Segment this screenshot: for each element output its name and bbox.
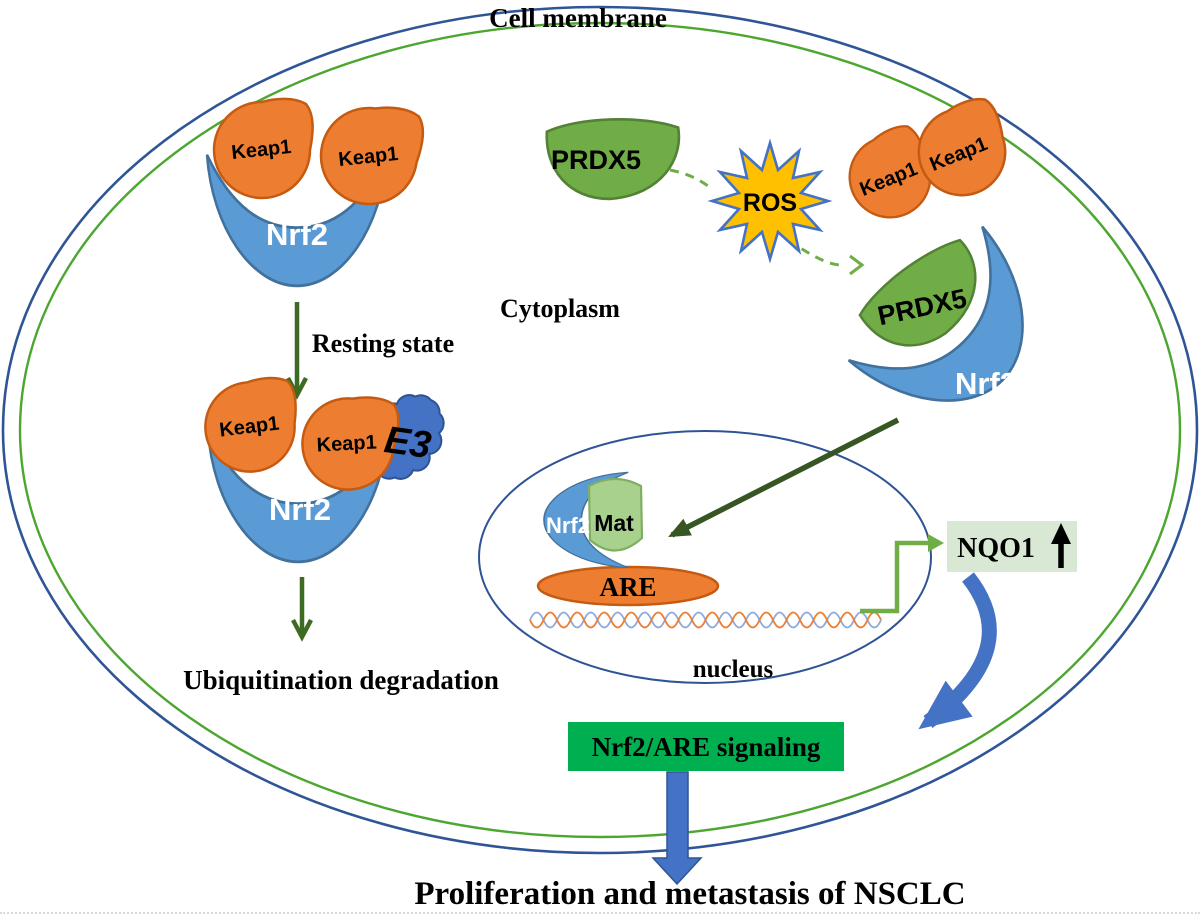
ros-dashed-arrow (787, 238, 846, 267)
cell-membrane-label: Cell membrane (489, 3, 667, 33)
prdx5-shape (858, 238, 977, 347)
nrf2-label: Nrf2 (266, 217, 328, 252)
feedback-curved-arrow (918, 572, 997, 730)
nrf2-crescent-small (543, 471, 629, 569)
nqo1-label: NQO1 (957, 533, 1035, 564)
keap1-shape (204, 376, 297, 473)
cell-membrane-outer (1, 5, 1199, 855)
keap1-shape (917, 97, 1007, 197)
degradation-arrow (291, 577, 313, 642)
prdx5-nrf2-complex: PRDX5 Nrf2 (847, 225, 1024, 402)
cytoplasm-label: Cytoplasm (500, 294, 620, 323)
ros-starburst (707, 138, 833, 264)
nrf2-label: Nrf2 (955, 366, 1017, 401)
ubiquitination-complex: Keap1 Keap1 E3 Nrf2 (204, 376, 445, 564)
mat-shape (587, 477, 644, 552)
dna-strand-orange (529, 611, 882, 629)
keap1-shape (848, 125, 932, 219)
transcription-arrowhead-icon (928, 534, 944, 552)
resting-state-label: Resting state (312, 329, 454, 358)
dna-helix (529, 611, 882, 629)
keap1-shape (212, 97, 314, 200)
mat-label: Mat (594, 510, 634, 536)
ros-dashed-arrow (669, 168, 713, 191)
nucleus-envelope (478, 430, 932, 684)
signaling-box (568, 722, 844, 771)
prdx5-label: PRDX5 (551, 145, 641, 175)
are-label: ARE (599, 572, 656, 602)
signaling-box-label: Nrf2/ARE signaling (592, 732, 821, 762)
outcome-block-arrow (651, 771, 703, 886)
ubiquitination-label: Ubiquitination degradation (183, 665, 499, 695)
e3-label: E3 (382, 419, 434, 467)
nqo1-box (947, 521, 1077, 572)
keap1-label: Keap1 (316, 431, 377, 456)
nrf2-label: Nrf2 (546, 513, 590, 538)
resting-state-arrow (286, 302, 308, 400)
transcription-arrow (860, 534, 944, 614)
cell-membrane-inner (18, 21, 1182, 839)
nucleus-label: nucleus (693, 656, 774, 683)
nrf2-crescent (847, 225, 1024, 402)
dashed-arrowhead-icon (849, 254, 865, 276)
keap1-shape (301, 396, 400, 491)
nuclear-translocation-arrow (668, 417, 900, 538)
keap1-shape (319, 106, 425, 206)
outcome-label: Proliferation and metastasis of NSCLC (414, 876, 965, 912)
resting-complex: Keap1 Keap1 Nrf2 (205, 97, 425, 288)
ros-label: ROS (743, 189, 797, 217)
nrf2-label: Nrf2 (269, 492, 331, 527)
prdx5-shape (545, 117, 681, 201)
nqo1-up-arrow-icon (1051, 523, 1071, 568)
